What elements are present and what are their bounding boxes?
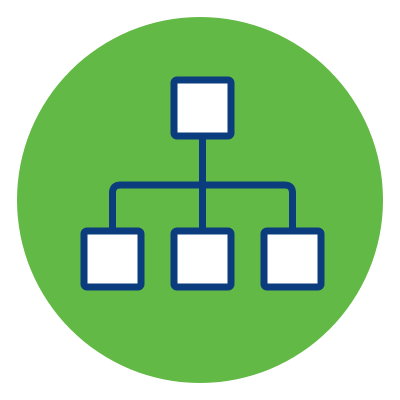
root-node-box bbox=[170, 76, 235, 140]
branch-line bbox=[109, 181, 296, 231]
child-node-right-box bbox=[260, 227, 325, 291]
connector-lines bbox=[109, 136, 296, 231]
child-node-left-box bbox=[80, 227, 145, 291]
child-node-center-box bbox=[170, 227, 235, 291]
